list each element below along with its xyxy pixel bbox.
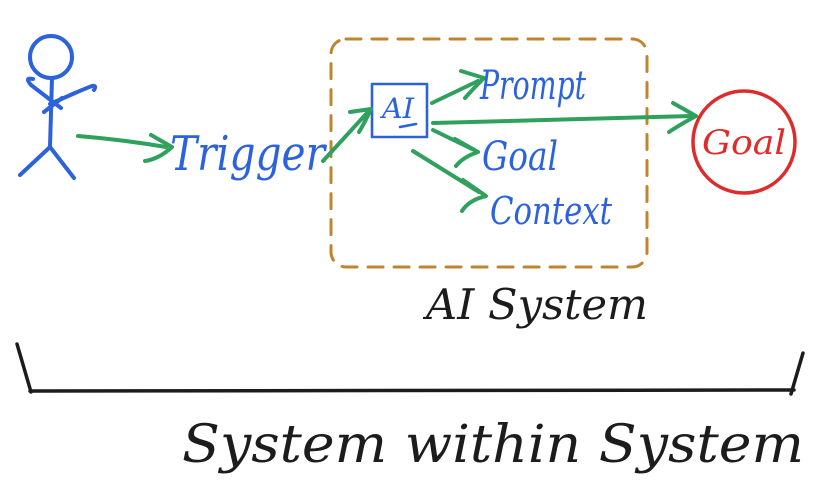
- arrow-shaft: [430, 79, 480, 105]
- arrow-head-icon: [667, 101, 698, 134]
- arrow-head-icon: [143, 133, 174, 163]
- goal-circle-label: Goal: [702, 123, 786, 163]
- person-right-leg: [48, 145, 76, 180]
- ink-captions: AI System System within System: [182, 280, 804, 475]
- green-arrows: [76, 69, 698, 213]
- blue-labels: Trigger AI Prompt Goal Context: [170, 63, 613, 233]
- bracket-left-tick: [15, 342, 33, 394]
- arrow-head-icon: [460, 178, 488, 213]
- bottom-caption: System within System: [182, 415, 804, 475]
- prompt-label: Prompt: [479, 63, 586, 109]
- arrow-person-to-trigger: [76, 133, 174, 163]
- ai-system-caption: AI System: [422, 280, 648, 329]
- goal-circle-outline: [691, 89, 797, 195]
- arrow-shaft: [76, 134, 168, 149]
- person-head: [28, 34, 74, 80]
- person-left-leg: [18, 145, 52, 177]
- person-icon: [18, 34, 98, 180]
- bracket-line: [28, 388, 796, 393]
- person-arm-cross-stroke: [42, 96, 64, 114]
- trigger-label: Trigger: [170, 126, 328, 182]
- bottom-bracket: [15, 342, 805, 396]
- arrow-head-icon: [453, 137, 480, 168]
- arrow-ai-to-goal-item: [431, 128, 480, 168]
- ai-box-underline: [398, 122, 418, 129]
- arrow-shaft: [321, 111, 369, 163]
- goal-item-label: Goal: [482, 134, 558, 180]
- person-body: [48, 76, 54, 149]
- arrow-shaft: [431, 114, 694, 125]
- arrow-trigger-to-ai: [321, 107, 373, 163]
- arrow-head-icon: [348, 107, 373, 134]
- bracket-right-tick: [789, 351, 805, 396]
- person-left-arm: [26, 76, 63, 110]
- arrow-ai-to-context: [411, 149, 488, 213]
- arrow-ai-to-goal-circle: [431, 101, 698, 134]
- ai-box-label: AI: [379, 92, 415, 125]
- arrow-ai-to-prompt: [430, 69, 486, 105]
- person-right-arm: [48, 83, 98, 106]
- arrow-head-icon: [459, 69, 486, 100]
- context-label: Context: [490, 189, 613, 233]
